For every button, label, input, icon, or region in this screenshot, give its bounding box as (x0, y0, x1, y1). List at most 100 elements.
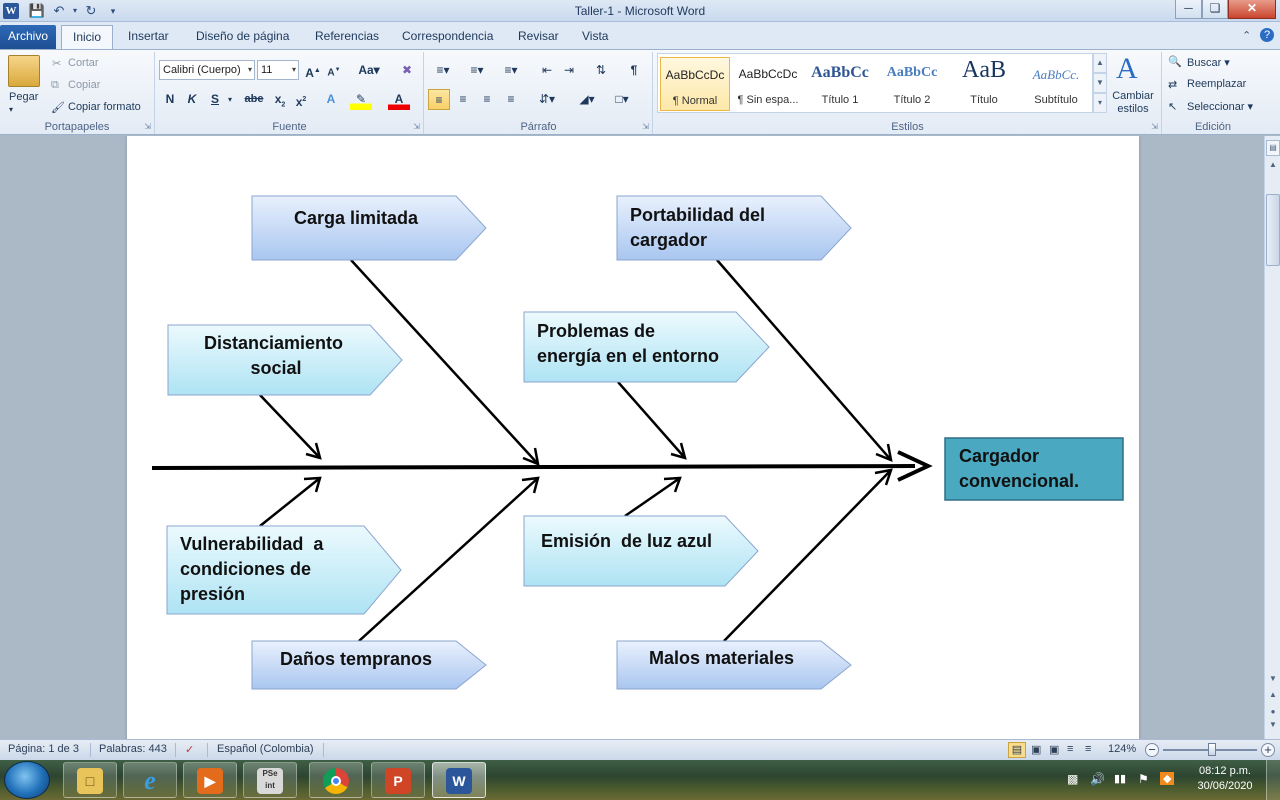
tab-revisar[interactable]: Revisar (518, 29, 559, 43)
style-normal[interactable]: AaBbCcDc ¶ Normal (660, 57, 730, 111)
gallery-more[interactable]: ▾ (1093, 93, 1107, 113)
increase-indent-button[interactable]: ⇥ (563, 63, 575, 77)
scroll-down-icon[interactable]: ▼ (1269, 674, 1277, 683)
network-icon[interactable]: ▮▮ (1114, 773, 1127, 785)
ruler-toggle-icon[interactable]: ▤ (1266, 140, 1280, 156)
paste-icon[interactable] (8, 55, 40, 87)
word-taskbar-button[interactable]: W (432, 762, 486, 798)
zoom-in-icon[interactable]: + (1261, 743, 1275, 757)
action-center-flag-icon[interactable]: ⚑ (1138, 772, 1149, 786)
align-left-button[interactable]: ≡ (428, 89, 450, 110)
find-button[interactable]: Buscar ▾ (1187, 57, 1230, 69)
shrink-font-button[interactable]: A▼ (327, 67, 341, 79)
tab-diseno-pagina[interactable]: Diseño de página (196, 29, 290, 43)
line-spacing-button[interactable]: ⇵▾ (538, 92, 556, 106)
chrome-taskbar-button[interactable] (309, 762, 363, 798)
start-button[interactable] (4, 761, 50, 799)
font-launcher-icon[interactable]: ⇲ (413, 122, 420, 131)
scroll-thumb[interactable] (1266, 194, 1280, 266)
language[interactable]: Español (Colombia) (217, 743, 314, 755)
notification-icon[interactable]: ◆ (1160, 772, 1175, 785)
font-color-button[interactable]: A (388, 89, 410, 110)
explorer-taskbar-button[interactable]: □ (63, 762, 117, 798)
close-button[interactable]: ✕ (1228, 0, 1276, 19)
change-styles-button[interactable]: Cambiar estilos (1112, 90, 1154, 115)
tray-app-icon[interactable]: ▩ (1067, 772, 1079, 786)
zoom-level[interactable]: 124% (1108, 743, 1137, 755)
proofing-icon[interactable]: ✓ (185, 744, 195, 756)
zoom-out-icon[interactable]: − (1145, 743, 1159, 757)
align-center-button[interactable]: ≡ (459, 92, 467, 106)
underline-button[interactable]: S (210, 92, 219, 106)
volume-icon[interactable]: 🔊 (1090, 772, 1105, 786)
subscript-button[interactable]: x2 (274, 92, 286, 109)
full-screen-view-icon[interactable]: ▣ (1031, 744, 1042, 756)
previous-page-icon[interactable]: ▲ (1269, 690, 1277, 699)
style-title[interactable]: AaB Título (949, 57, 1019, 111)
undo-icon[interactable]: ↶ (53, 3, 65, 18)
align-right-button[interactable]: ≡ (483, 92, 491, 106)
text-effects-button[interactable]: A (326, 92, 336, 106)
gallery-scroll-down[interactable]: ▼ (1093, 73, 1107, 93)
decrease-indent-button[interactable]: ⇤ (541, 63, 553, 77)
strikethrough-button[interactable]: abe (244, 93, 264, 105)
minimize-ribbon-icon[interactable]: ⌃ (1242, 30, 1252, 42)
highlight-color-button[interactable]: ✎ (350, 89, 372, 110)
superscript-button[interactable]: x2 (295, 95, 307, 109)
system-clock[interactable]: 08:12 p.m. 30/06/2020 (1180, 764, 1270, 794)
page-count[interactable]: Página: 1 de 3 (8, 743, 79, 755)
save-icon[interactable]: 💾 (28, 3, 46, 18)
font-family-select[interactable]: Calibri (Cuerpo)▾ (159, 60, 255, 80)
word-app-icon[interactable]: W (3, 3, 19, 19)
select-button[interactable]: Seleccionar ▾ (1187, 101, 1254, 113)
format-painter-button[interactable]: Copiar formato (68, 101, 141, 113)
paragraph-launcher-icon[interactable]: ⇲ (642, 122, 649, 131)
style-heading-2[interactable]: AaBbCc Título 2 (877, 57, 947, 111)
justify-button[interactable]: ≡ (507, 92, 515, 106)
help-icon[interactable]: ? (1260, 28, 1274, 42)
tab-vista[interactable]: Vista (582, 29, 609, 43)
powerpoint-taskbar-button[interactable]: P (371, 762, 425, 798)
multilevel-list-button[interactable]: ≡▾ (504, 63, 518, 77)
cut-button[interactable]: Cortar (68, 57, 99, 69)
zoom-slider-thumb[interactable] (1208, 743, 1216, 756)
copy-button[interactable]: Copiar (68, 79, 101, 91)
numbering-button[interactable]: ≡▾ (470, 63, 484, 77)
format-painter-icon[interactable]: 🖌 (51, 102, 65, 114)
clipboard-launcher-icon[interactable]: ⇲ (144, 122, 151, 131)
grow-font-button[interactable]: A▲ (305, 66, 321, 80)
show-marks-button[interactable]: ¶ (630, 63, 638, 77)
undo-dropdown-icon[interactable]: ▾ (72, 6, 77, 15)
ie-taskbar-button[interactable]: e (123, 762, 177, 798)
customize-qat-icon[interactable]: ▾ (110, 6, 116, 16)
borders-button[interactable]: □▾ (615, 92, 629, 106)
tab-insertar[interactable]: Insertar (128, 29, 169, 43)
tab-correspondencia[interactable]: Correspondencia (402, 29, 494, 43)
font-size-select[interactable]: 11▾ (257, 60, 299, 80)
underline-dropdown-icon[interactable]: ▾ (227, 95, 232, 104)
tab-referencias[interactable]: Referencias (315, 29, 380, 43)
minimize-button[interactable]: ─ (1175, 0, 1202, 19)
replace-button[interactable]: Reemplazar (1187, 78, 1247, 90)
tab-archivo[interactable]: Archivo (0, 25, 56, 49)
redo-icon[interactable]: ↻ (85, 3, 97, 18)
style-subtitle[interactable]: AaBbCc. Subtítulo (1021, 57, 1091, 111)
vertical-scrollbar[interactable]: ▤ ▲ ▼ ▲ ● ▼ (1264, 136, 1280, 739)
word-count[interactable]: Palabras: 443 (99, 743, 167, 755)
change-case-button[interactable]: Aa▾ (358, 63, 380, 77)
sort-button[interactable]: ⇅ (595, 63, 607, 77)
browse-object-icon[interactable]: ● (1270, 707, 1276, 716)
copy-icon[interactable]: ⧉ (51, 79, 59, 91)
outline-view-icon[interactable]: ≡ (1067, 743, 1074, 755)
bold-button[interactable]: N (165, 92, 175, 106)
cut-icon[interactable]: ✂ (52, 58, 62, 70)
shading-button[interactable]: ◢▾ (579, 92, 595, 106)
next-page-icon[interactable]: ▼ (1269, 720, 1277, 729)
draft-view-icon[interactable]: ≡ (1085, 743, 1092, 755)
print-layout-view-icon[interactable]: ▤ (1008, 742, 1026, 758)
styles-launcher-icon[interactable]: ⇲ (1151, 122, 1158, 131)
web-layout-view-icon[interactable]: ▣ (1049, 744, 1060, 756)
restore-button[interactable]: ❏ (1202, 0, 1228, 19)
clear-formatting-icon[interactable]: ✖ (401, 63, 413, 77)
